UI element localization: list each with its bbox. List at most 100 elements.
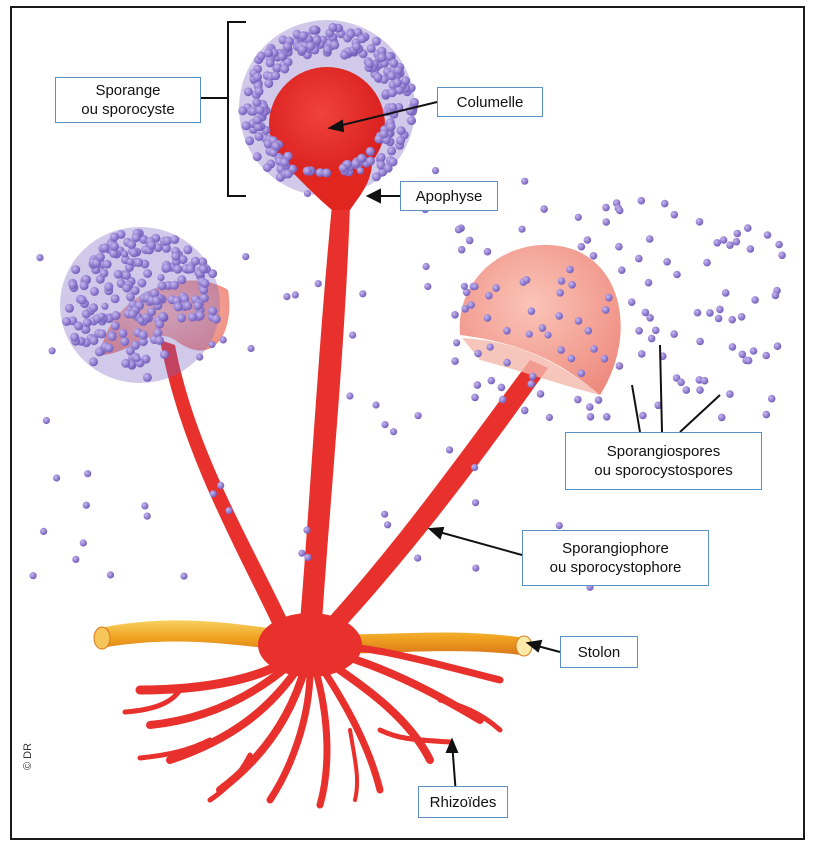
label-sporange: Sporange ou sporocyste	[55, 77, 201, 123]
spore	[555, 312, 563, 320]
spore	[220, 336, 227, 343]
spore	[143, 269, 152, 278]
spore	[120, 337, 129, 346]
spore	[114, 270, 123, 279]
spore	[180, 573, 187, 580]
spore	[575, 317, 583, 325]
spore	[304, 190, 311, 197]
spore	[701, 377, 709, 385]
spore	[590, 345, 598, 353]
spore	[539, 324, 547, 332]
spore	[244, 87, 253, 96]
spore	[384, 521, 391, 528]
spore	[90, 287, 99, 296]
spore	[635, 327, 643, 335]
spore	[104, 282, 113, 291]
spore	[696, 218, 704, 226]
spore	[366, 147, 375, 156]
spore	[652, 327, 660, 335]
spore	[303, 527, 310, 534]
spore	[372, 172, 381, 181]
spore	[29, 572, 36, 579]
spore	[768, 395, 776, 403]
spore	[330, 41, 339, 50]
spore	[346, 392, 353, 399]
spore	[266, 58, 275, 67]
spore	[122, 271, 131, 280]
spore	[80, 539, 87, 546]
label-stolon: Stolon	[560, 636, 638, 668]
spore	[518, 226, 525, 233]
spore	[663, 258, 671, 266]
spore	[303, 167, 312, 176]
spore	[127, 258, 134, 265]
spore	[245, 136, 254, 145]
spore	[253, 152, 262, 161]
spore	[774, 342, 782, 350]
spore	[101, 303, 108, 310]
spore	[53, 474, 60, 481]
spore	[201, 279, 210, 288]
spore	[568, 281, 576, 289]
spore	[126, 292, 135, 301]
spore	[602, 204, 610, 212]
spore	[65, 304, 74, 313]
spore	[455, 226, 463, 234]
spore	[471, 283, 478, 290]
spore	[718, 414, 726, 422]
spore	[575, 214, 582, 221]
spore	[466, 237, 474, 245]
spore	[98, 313, 105, 320]
spore	[703, 259, 711, 267]
spore	[147, 241, 156, 250]
spore	[778, 252, 786, 260]
spore	[346, 30, 355, 39]
spore	[137, 279, 146, 288]
spore	[283, 42, 292, 51]
spore	[83, 318, 92, 327]
spore	[89, 357, 98, 366]
spore	[129, 248, 138, 257]
spore	[152, 296, 161, 305]
spore	[642, 309, 650, 317]
spore	[105, 344, 114, 353]
spore	[280, 158, 289, 167]
spore	[174, 302, 183, 311]
spore	[389, 59, 398, 68]
spore	[183, 301, 192, 310]
spore	[103, 260, 112, 269]
spore	[423, 263, 430, 270]
spore	[378, 53, 387, 62]
spore	[84, 470, 91, 477]
spore	[196, 354, 203, 361]
spore	[628, 298, 636, 306]
spore	[137, 317, 144, 324]
spore	[696, 386, 704, 394]
spore	[352, 42, 361, 51]
spore	[499, 396, 507, 404]
spore	[96, 275, 105, 284]
spore	[556, 522, 563, 529]
spore	[528, 307, 536, 315]
spore	[415, 412, 422, 419]
spore	[726, 241, 734, 249]
spore	[388, 88, 397, 97]
spore	[339, 164, 348, 173]
spore	[132, 233, 141, 242]
spore	[366, 157, 375, 166]
spore	[82, 309, 91, 318]
spore	[68, 280, 77, 289]
spore	[744, 224, 752, 232]
spore	[471, 464, 478, 471]
spore	[170, 235, 179, 244]
spore	[186, 264, 195, 273]
spore	[487, 344, 494, 351]
spore	[139, 331, 148, 340]
spore	[134, 258, 143, 267]
spore	[722, 289, 730, 297]
spore	[590, 252, 598, 260]
spore	[671, 211, 679, 219]
spore	[36, 254, 43, 261]
spore	[358, 34, 367, 43]
